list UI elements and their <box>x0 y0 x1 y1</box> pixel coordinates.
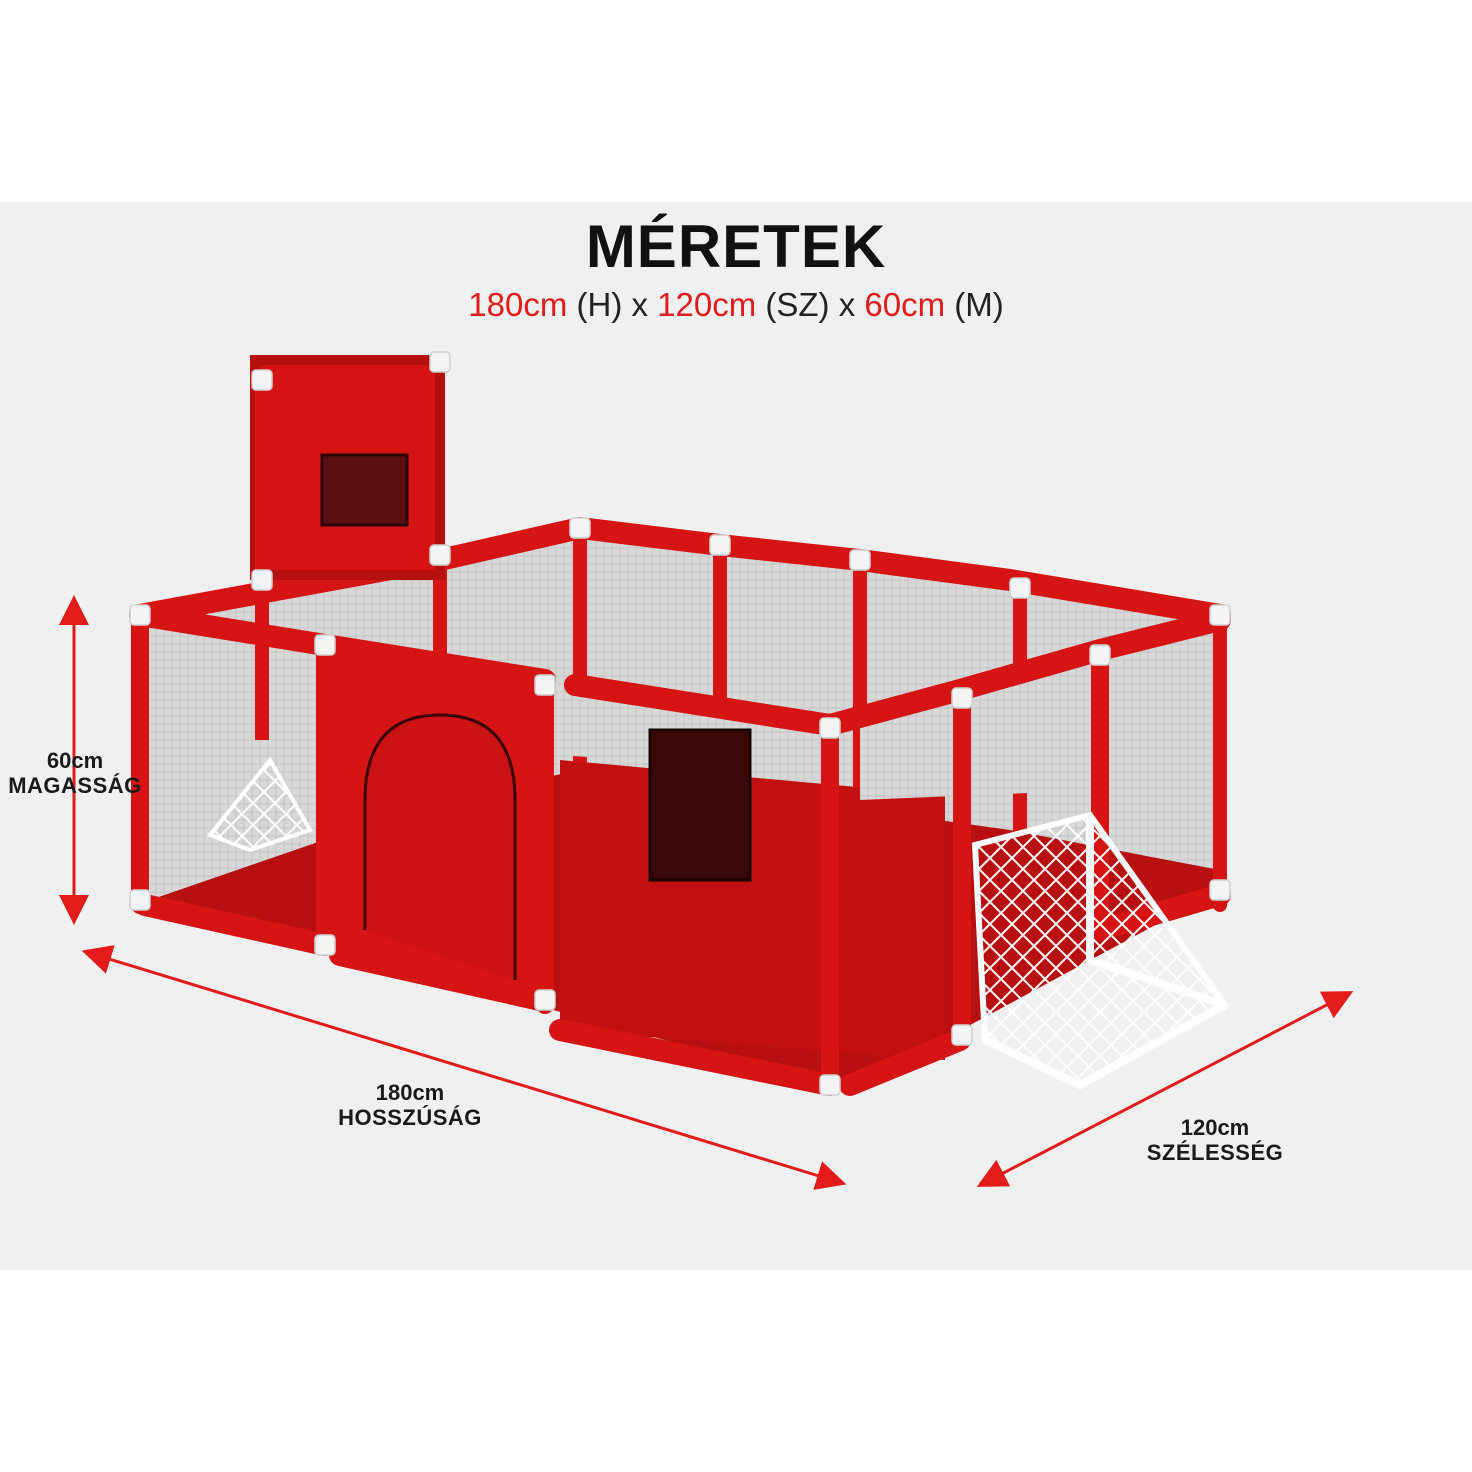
dimensions-summary: 180cm (H) x 120cm (SZ) x 60cm (M) <box>0 286 1472 324</box>
width-value: 120cm <box>657 286 757 323</box>
length-arrow <box>81 945 847 1190</box>
width-code: (SZ) <box>765 286 830 323</box>
window-pocket <box>648 728 752 882</box>
width-label: 120cm SZÉLESSÉG <box>1110 1115 1320 1166</box>
separator-1: x <box>631 286 648 323</box>
length-code: (H) <box>576 286 623 323</box>
width-arrow <box>976 991 1354 1187</box>
door-arch <box>363 713 517 980</box>
page-title: MÉRETEK <box>585 213 887 280</box>
left-soccer-goal <box>206 756 313 853</box>
height-code: (M) <box>954 286 1004 323</box>
length-label-name: HOSSZÚSÁG <box>338 1105 482 1131</box>
separator-2: x <box>838 286 856 323</box>
connectors <box>129 351 1231 1096</box>
length-label-value: 180cm <box>375 1080 445 1105</box>
back-rail <box>429 516 1231 626</box>
front-right-panel <box>560 760 945 1060</box>
height-label-name: MAGASSÁG <box>8 773 142 799</box>
length-label: 180cm HOSSZÚSÁG <box>300 1080 520 1131</box>
basketball-net <box>320 453 409 527</box>
width-label-name: SZÉLESSÉG <box>1146 1140 1284 1166</box>
width-label-value: 120cm <box>1180 1115 1250 1140</box>
height-label-value: 60cm <box>46 748 104 773</box>
height-value: 60cm <box>864 286 946 323</box>
right-wall-mesh <box>860 650 1100 800</box>
length-value: 180cm <box>468 286 568 323</box>
height-label: 60cm MAGASSÁG <box>0 748 150 799</box>
